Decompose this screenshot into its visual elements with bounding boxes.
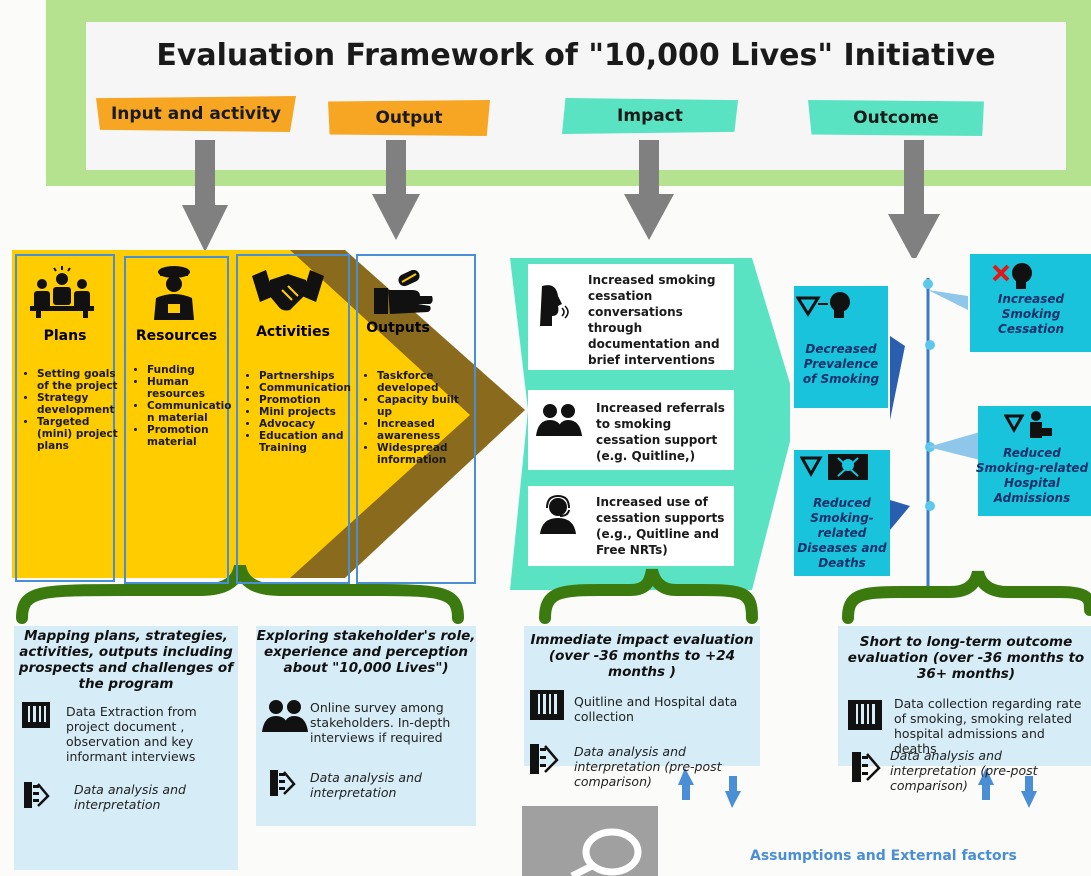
list-arrow-icon <box>530 744 559 774</box>
up-arrow-icon <box>678 768 694 800</box>
resources-column <box>124 256 229 584</box>
list-item: Promotion material <box>147 424 239 448</box>
person-with-cap-icon <box>154 266 194 320</box>
list-item: Partnerships <box>259 370 361 382</box>
down-arrow-impact-icon <box>624 140 674 240</box>
footer-assumptions: Assumptions and External factors <box>750 848 1017 864</box>
headset-person-icon <box>540 494 576 534</box>
barcode-document-icon <box>848 700 882 730</box>
panel-exploring-title: Exploring stakeholder's role, experience… <box>256 628 476 676</box>
down-arrow-icon <box>725 776 741 808</box>
stage-input-activity: Input and activity <box>96 96 296 132</box>
panel-longterm-item2: Data analysis and interpretation (pre-po… <box>890 748 1038 793</box>
outcome-admissions: Reduced Smoking-related Hospital Admissi… <box>975 446 1089 505</box>
page-title: Evaluation Framework of "10,000 Lives" I… <box>156 38 996 73</box>
resources-list: Funding Human resources Communicatio n m… <box>134 364 239 448</box>
down-arrow-input-icon <box>182 140 228 252</box>
head-speaking-icon <box>540 285 569 326</box>
panel-mapping-item2: Data analysis and interpretation <box>74 782 186 812</box>
magnifier-icon <box>570 828 642 876</box>
list-item: Promotion <box>259 394 361 406</box>
panel-immediate-title: Immediate impact evaluation (over -36 mo… <box>530 632 754 680</box>
panel-longterm-title: Short to long-term outcome evaluation (o… <box>847 634 1085 682</box>
outputs-heading: Outputs <box>366 320 430 336</box>
list-arrow-icon <box>270 770 296 796</box>
panel-mapping <box>14 626 238 870</box>
list-item: Communicatio n material <box>147 400 239 424</box>
impact-text-2: Increased referrals to smoking cessation… <box>596 401 725 463</box>
quit-head-icon <box>992 263 1032 289</box>
outcome-diseases: Reduced Smoking-related Diseases and Dea… <box>797 496 887 570</box>
skull-flag-icon <box>800 454 868 480</box>
list-item: Mini projects <box>259 406 361 418</box>
list-item: Increased awareness <box>377 418 459 442</box>
list-item: Capacity built up <box>377 394 459 418</box>
impact-text-3: Increased use of cessation supports (e.g… <box>596 495 725 557</box>
barcode-document-icon <box>530 690 564 720</box>
list-item: Widespread information <box>377 442 459 466</box>
meeting-people-icon <box>30 266 94 318</box>
panel-longterm-item1: Data collection regarding rate of smokin… <box>894 696 1082 756</box>
two-people-icon <box>262 700 308 732</box>
outcome-cessation: Increased Smoking Cessation <box>997 292 1065 336</box>
plans-heading: Plans <box>43 328 87 344</box>
panel-mapping-item1: Data Extraction from project document , … <box>66 704 197 764</box>
list-item: Strategy development <box>37 392 125 416</box>
impact-card-1 <box>528 264 734 370</box>
stage-output: Output <box>328 100 490 136</box>
activities-list: Partnerships Communication Promotion Min… <box>246 370 361 454</box>
down-arrow-output-icon <box>372 140 420 240</box>
activities-column <box>236 254 350 584</box>
list-item: Taskforce developed <box>377 370 459 394</box>
resources-heading: Resources <box>135 328 218 344</box>
hospital-icon <box>1004 411 1052 438</box>
list-item: Targeted (mini) project plans <box>37 416 125 452</box>
barcode-document-icon <box>22 702 50 728</box>
panel-mapping-title: Mapping plans, strategies, activities, o… <box>18 628 234 692</box>
two-people-icon <box>536 404 582 436</box>
brown-chevron <box>280 250 525 578</box>
plans-list: Setting goals of the project Strategy de… <box>24 368 125 452</box>
impact-text-1: Increased smoking cessation conversation… <box>588 273 720 367</box>
list-arrow-icon <box>24 782 50 808</box>
hand-with-pill-icon <box>374 270 433 314</box>
panel-exploring-item2: Data analysis and interpretation <box>310 770 422 800</box>
outputs-list: Taskforce developed Capacity built up In… <box>364 370 459 466</box>
down-arrow-head-icon <box>796 292 850 318</box>
down-arrow-outcome-icon <box>888 140 940 262</box>
activities-heading: Activities <box>256 324 330 340</box>
yellow-chevron <box>12 250 470 578</box>
panel-exploring-item1: Online survey among stakeholders. In-dep… <box>310 700 451 745</box>
stage-impact: Impact <box>562 98 738 134</box>
panel-longterm <box>838 626 1091 766</box>
panel-immediate-item2: Data analysis and interpretation (pre-po… <box>574 744 722 789</box>
list-item: Human resources <box>147 376 239 400</box>
list-item: Funding <box>147 364 239 376</box>
list-item: Education and Training <box>259 430 361 454</box>
stage-outcome: Outcome <box>808 100 984 136</box>
plans-column <box>15 254 115 582</box>
panel-immediate-item1: Quitline and Hospital data collection <box>574 694 738 724</box>
list-item: Advocacy <box>259 418 361 430</box>
list-arrow-icon <box>852 752 881 782</box>
handshake-icon <box>252 270 324 311</box>
outputs-column <box>356 254 476 584</box>
list-item: Setting goals of the project <box>37 368 125 392</box>
outcome-prevalence: Decreased Prevalence of Smoking <box>802 342 880 386</box>
list-item: Communication <box>259 382 361 394</box>
title-inner <box>86 22 1066 170</box>
